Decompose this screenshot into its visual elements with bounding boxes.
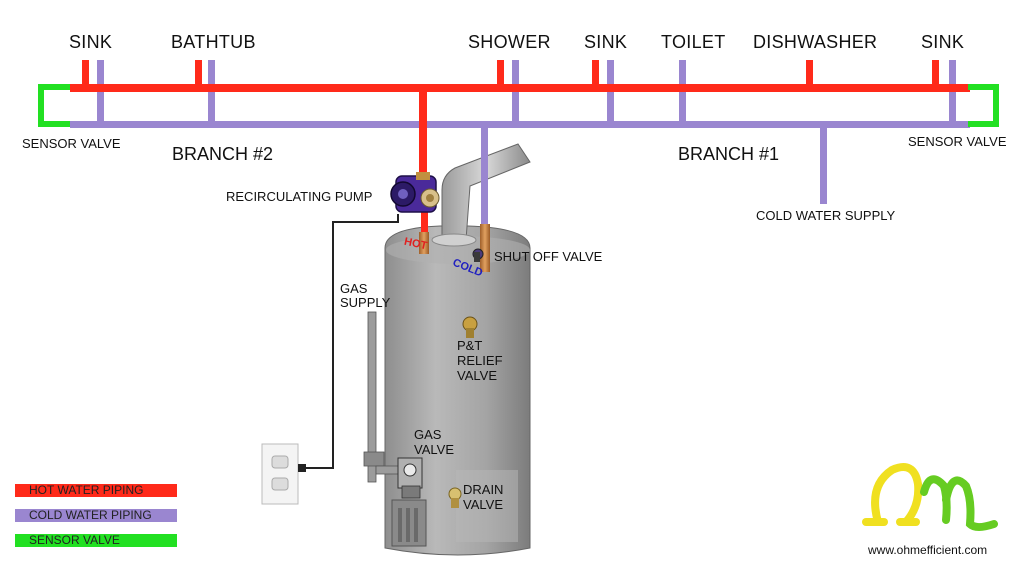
gas-supply-label-line1: GAS [340,281,368,296]
branch-2-label: BRANCH #2 [172,144,274,164]
fixture-label-bathtub: BATHTUB [171,32,256,52]
legend-hot-water-piping: HOT WATER PIPING [15,484,177,497]
pump-power-cord [304,214,399,469]
legend-label: HOT WATER PIPING [29,483,144,497]
gas-valve-label-line1: GAS [414,427,442,442]
gas-supply-pipe [363,311,407,483]
shut-off-valve [472,248,484,262]
fixture-label-toilet: TOILET [661,32,726,52]
sensor-valve-right [968,84,999,127]
hot-water-piping [70,60,970,250]
drain-valve-label-line1: DRAIN [463,482,504,497]
drain-valve-label-line2: VALVE [463,497,503,512]
cold-water-piping [70,60,970,228]
cold-water-supply-label: COLD WATER SUPPLY [756,208,896,223]
sensor-valve-right-label: SENSOR VALVE [908,134,1007,149]
fixture-label-dishwasher: DISHWASHER [753,32,878,52]
legend-label: SENSOR VALVE [29,533,120,547]
cold-inlet-nipple [480,224,490,272]
power-outlet [261,443,306,505]
branch-1-label: BRANCH #1 [678,144,780,164]
fixture-label-sink: SINK [921,32,965,52]
gas-valve [397,457,423,499]
recirculating-pump-label: RECIRCULATING PUMP [226,189,373,204]
pt-relief-label-line2: RELIEF [457,353,503,368]
recirculating-pump [390,172,440,213]
pt-relief-valve [462,316,478,338]
pt-relief-label-line3: VALVE [457,368,497,383]
gas-valve-label-line2: VALVE [414,442,454,457]
fixture-label-sink: SINK [69,32,113,52]
legend-label: COLD WATER PIPING [29,508,152,522]
ohmefficient-logo [862,463,998,531]
legend-cold-water-piping: COLD WATER PIPING [15,509,177,522]
website-link[interactable]: www.ohmefficient.com [868,543,988,557]
fixture-label-shower: SHOWER [468,32,551,52]
gas-supply-label-line2: SUPPLY [340,295,391,310]
legend-sensor-valve: SENSOR VALVE [15,534,177,547]
hot-outlet-nipple [419,232,429,254]
drain-valve [448,487,462,508]
sensor-valve-left [38,84,70,127]
shut-off-valve-label: SHUT OFF VALVE [494,249,603,264]
pt-relief-label-line1: P&T [457,338,483,353]
sensor-valve-left-label: SENSOR VALVE [22,136,121,151]
fixture-label-sink: SINK [584,32,628,52]
flue-vent [431,143,531,247]
